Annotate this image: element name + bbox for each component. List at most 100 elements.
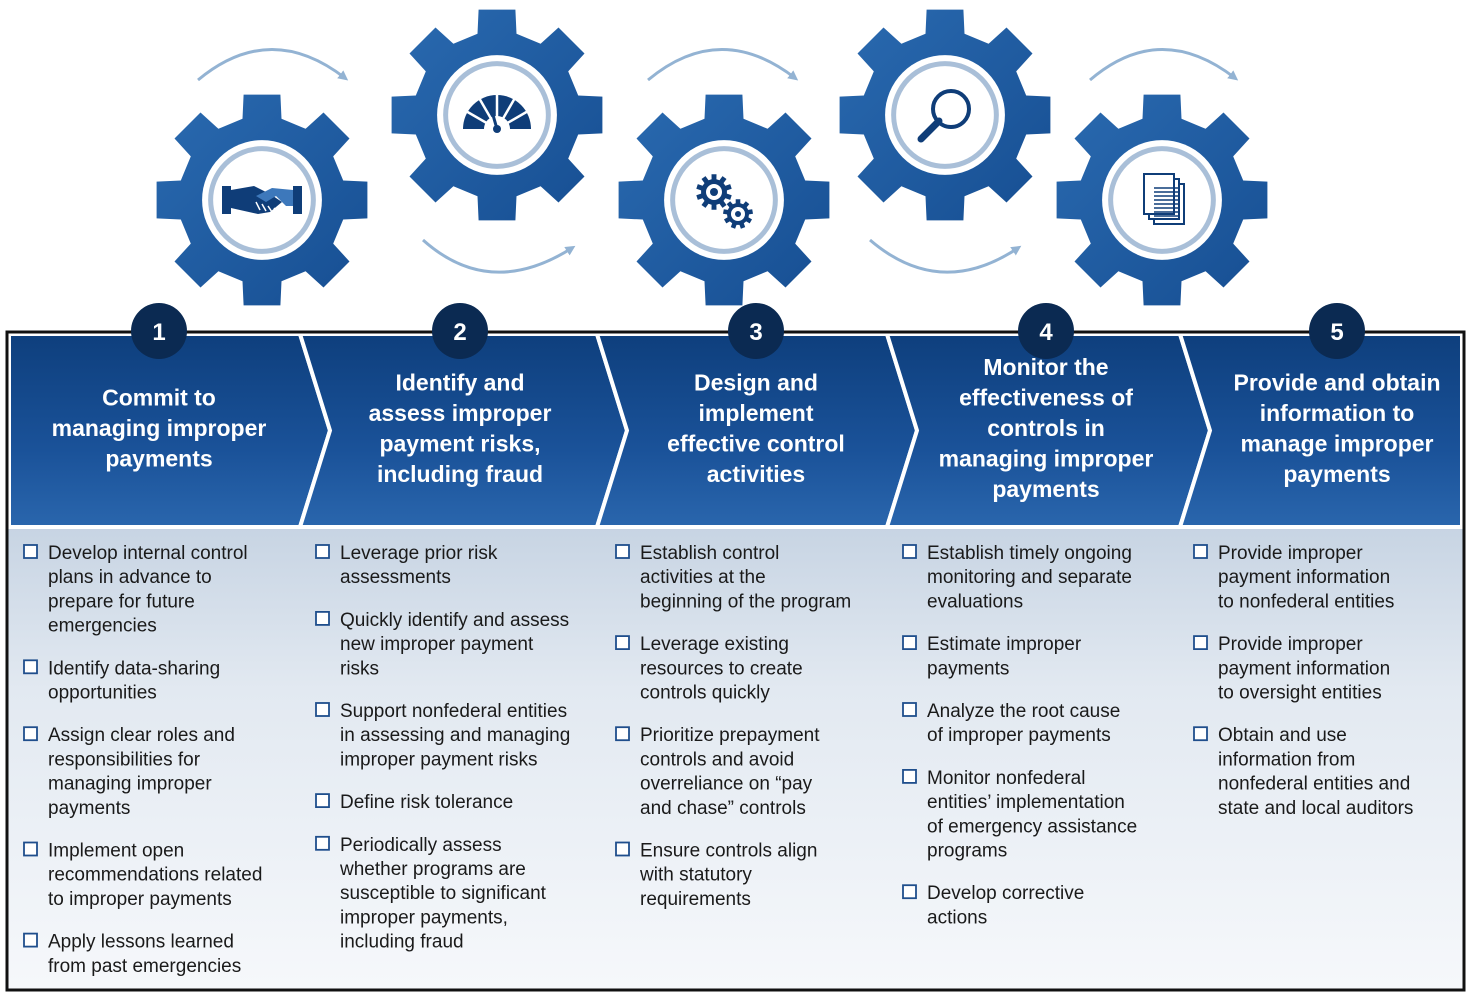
step-title-line: activities — [707, 461, 805, 487]
step-5-bullets: Provide improper payment information to no… — [1193, 543, 1413, 819]
bullet-text-line: Quickly identify and assess — [340, 610, 569, 631]
bullet-text-line: opportunities — [48, 683, 157, 704]
gauge-icon — [463, 93, 531, 142]
bullet-item: Analyze the root cause of improper paymen… — [902, 701, 1120, 746]
cycle-arrow-1 — [197, 48, 349, 82]
checkbox-icon — [902, 702, 917, 717]
bullet-text-line: risks — [340, 658, 379, 679]
bullet-text-line: Establish control — [640, 543, 779, 564]
bullet-text-line: responsibilities for — [48, 749, 201, 770]
cycle-arrow-2 — [421, 238, 576, 274]
cycle-arrow-4 — [869, 238, 1022, 274]
checkbox-icon — [902, 544, 917, 559]
bullet-text-line: to improper payments — [48, 889, 232, 910]
bullet-item: Provide improper payment information to no… — [1193, 543, 1394, 612]
bullet-text-line: controls and avoid — [640, 749, 794, 770]
bullet-text-line: prepare for future — [48, 591, 195, 612]
step-title-line: managing improper — [939, 446, 1154, 472]
bullets-panel — [7, 527, 1464, 990]
bullet-text-line: of improper payments — [927, 725, 1111, 746]
step-title-line: Design and — [694, 369, 818, 395]
checkbox-icon — [902, 884, 917, 900]
bullet-text-line: with statutory — [639, 865, 752, 886]
checkbox-icon — [902, 769, 917, 784]
step-title-line: controls in — [987, 415, 1105, 441]
checkbox-icon — [315, 702, 330, 717]
bullet-text-line: Obtain and use — [1218, 725, 1347, 746]
bullet-text-line: recommendations related — [48, 865, 262, 886]
bullet-text-line: Provide improper — [1218, 543, 1363, 564]
bullet-text-line: information from — [1218, 749, 1355, 770]
step-title-line: including fraud — [377, 461, 543, 487]
step-title-line: information to — [1260, 400, 1415, 426]
checkbox-icon — [315, 793, 330, 808]
bullet-text-line: assessments — [340, 567, 451, 588]
bullet-text-line: new improper payment — [340, 634, 534, 655]
step-number: 4 — [1039, 319, 1053, 346]
bullet-text-line: Define risk tolerance — [340, 792, 513, 813]
gear-3 — [618, 94, 830, 306]
checkbox-icon — [615, 726, 630, 742]
step-number: 3 — [749, 319, 762, 346]
bullet-text-line: payments — [927, 658, 1009, 679]
bullet-text-line: plans in advance to — [48, 567, 212, 588]
step-number-badge-4: 4 — [1018, 303, 1074, 359]
step-title-line: payments — [992, 476, 1099, 502]
bullet-text-line: improper payments, — [340, 907, 508, 928]
gears-row — [156, 9, 1268, 306]
bullet-text-line: Analyze the root cause — [927, 701, 1120, 722]
checkbox-icon — [902, 635, 917, 650]
checkbox-icon — [315, 835, 330, 851]
bullet-text-line: payment information — [1218, 658, 1390, 679]
step-title-line: payments — [105, 446, 212, 472]
bullet-text-line: controls quickly — [640, 683, 770, 704]
cycle-arrow-5 — [1089, 48, 1239, 82]
checkbox-icon — [23, 726, 38, 742]
checkbox-icon — [615, 635, 630, 650]
bullet-text-line: programs — [927, 841, 1007, 862]
bullet-text-line: and chase” controls — [640, 798, 806, 819]
step-title-line: manage improper — [1241, 430, 1434, 456]
bullet-text-line: payment information — [1218, 567, 1390, 588]
bullet-text-line: beginning of the program — [640, 591, 851, 612]
bullet-text-line: Leverage existing — [640, 634, 789, 655]
cycle-arrows — [197, 48, 1239, 274]
bullet-text-line: including fraud — [340, 932, 464, 953]
bullet-text-line: Estimate improper — [927, 634, 1082, 655]
step-title-line: managing improper — [52, 415, 267, 441]
gear-2 — [391, 9, 603, 221]
bullet-text-line: Establish timely ongoing — [927, 543, 1132, 564]
checkbox-icon — [615, 841, 630, 857]
bullet-text-line: Prioritize prepayment — [640, 725, 820, 746]
step-title-line: effectiveness of — [959, 385, 1133, 411]
bullet-text-line: of emergency assistance — [927, 816, 1137, 837]
checkbox-icon — [615, 544, 630, 559]
checkbox-icon — [23, 841, 38, 857]
bullet-text-line: Apply lessons learned — [48, 932, 234, 953]
bullet-text-line: state and local auditors — [1218, 798, 1413, 819]
bullet-text-line: Identify data-sharing — [48, 658, 220, 679]
step-number-badge-5: 5 — [1309, 303, 1365, 359]
bullet-text-line: whether programs are — [339, 859, 526, 880]
bullet-text-line: Assign clear roles and — [48, 725, 235, 746]
bullet-text-line: to nonfederal entities — [1218, 591, 1394, 612]
bullet-text-line: Provide improper — [1218, 634, 1363, 655]
checkbox-icon — [315, 544, 330, 559]
bullet-text-line: improper payment risks — [340, 749, 537, 770]
